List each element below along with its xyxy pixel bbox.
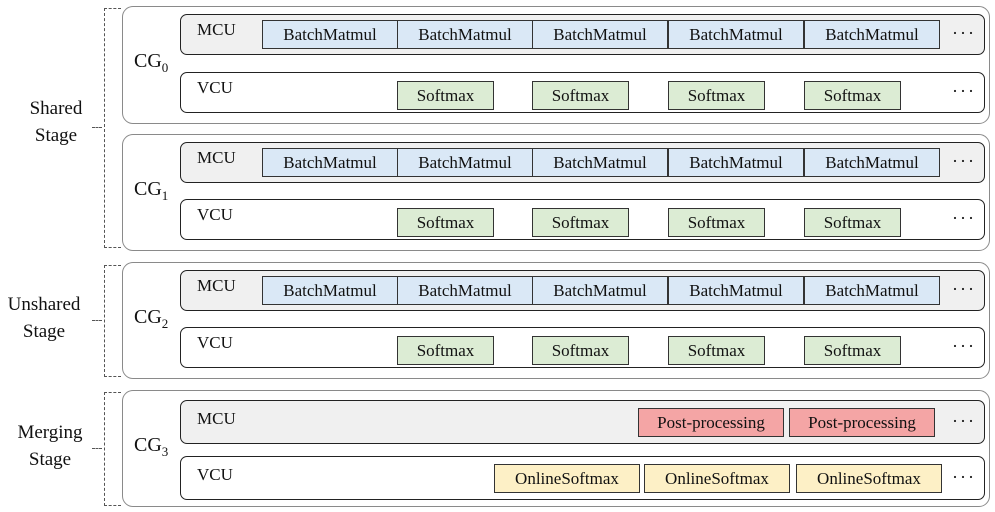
cg0-batchmatmul-block: BatchMatmul [262, 20, 398, 49]
cg3-vcu-ellipsis: ··· [952, 467, 976, 487]
cg1-label: CG1 [134, 178, 169, 203]
cg0-batchmatmul-block: BatchMatmul [804, 20, 940, 49]
cg1-batchmatmul-block: BatchMatmul [532, 148, 668, 177]
cg2-vcu-ellipsis: ··· [952, 336, 976, 356]
cg2-mcu-ellipsis: ··· [952, 279, 976, 299]
cg2-softmax-block: Softmax [668, 336, 765, 365]
cg3-online-softmax-block: OnlineSoftmax [494, 464, 640, 493]
cg3-post-processing-block: Post-processing [789, 408, 935, 437]
cg3-online-softmax-block: OnlineSoftmax [796, 464, 942, 493]
cg2-softmax-block: Softmax [397, 336, 494, 365]
cg1-vcu-ellipsis: ··· [952, 208, 976, 228]
cg1-mcu-label: MCU [197, 148, 236, 167]
unshared-stage-label: Unshared Stage [0, 291, 94, 345]
unshared-stage-line1: Unshared [7, 294, 81, 315]
cg0-vcu-ellipsis: ··· [952, 81, 976, 101]
merging-stage-line2: Stage [28, 449, 72, 470]
shared-stage-line1: Shared [29, 98, 83, 119]
cg0-panel: CG0 MCU BatchMatmul BatchMatmul BatchMat… [122, 6, 990, 124]
cg1-softmax-block: Softmax [668, 208, 765, 237]
cg3-online-softmax-block: OnlineSoftmax [644, 464, 790, 493]
unshared-stage-bracket-tick [92, 320, 102, 321]
cg1-batchmatmul-block: BatchMatmul [262, 148, 398, 177]
cg2-batchmatmul-block: BatchMatmul [532, 276, 668, 305]
unshared-stage-line2: Stage [22, 321, 66, 342]
cg0-softmax-block: Softmax [668, 81, 765, 110]
merging-stage-label: Merging Stage [0, 419, 100, 473]
cg3-panel: CG3 MCU Post-processing Post-processing … [122, 390, 990, 507]
cg1-softmax-block: Softmax [804, 208, 901, 237]
cg2-softmax-block: Softmax [532, 336, 629, 365]
cg0-vcu-row: VCU Softmax Softmax Softmax Softmax ··· [180, 72, 985, 113]
cg1-vcu-label: VCU [197, 205, 233, 224]
cg3-vcu-label: VCU [197, 465, 233, 484]
shared-stage-bracket [104, 8, 121, 248]
cg0-mcu-label: MCU [197, 20, 236, 39]
cg1-softmax-block: Softmax [532, 208, 629, 237]
cg0-batchmatmul-block: BatchMatmul [397, 20, 533, 49]
cg2-batchmatmul-block: BatchMatmul [668, 276, 804, 305]
shared-stage-label: Shared Stage [6, 95, 106, 149]
cg2-panel: CG2 MCU BatchMatmul BatchMatmul BatchMat… [122, 262, 990, 379]
shared-stage-line2: Stage [34, 125, 78, 146]
cg0-softmax-block: Softmax [532, 81, 629, 110]
cg0-label: CG0 [134, 50, 169, 75]
cg0-softmax-block: Softmax [397, 81, 494, 110]
cg2-vcu-label: VCU [197, 333, 233, 352]
cg1-panel: CG1 MCU BatchMatmul BatchMatmul BatchMat… [122, 134, 990, 251]
shared-stage-bracket-tick [92, 127, 102, 128]
cg1-vcu-row: VCU Softmax Softmax Softmax Softmax ··· [180, 199, 985, 240]
cg3-vcu-row: VCU OnlineSoftmax OnlineSoftmax OnlineSo… [180, 456, 985, 500]
merging-stage-bracket-tick [92, 448, 102, 449]
cg0-batchmatmul-block: BatchMatmul [668, 20, 804, 49]
cg1-mcu-row: MCU BatchMatmul BatchMatmul BatchMatmul … [180, 142, 985, 183]
unshared-stage-bracket [104, 265, 121, 377]
cg2-mcu-row: MCU BatchMatmul BatchMatmul BatchMatmul … [180, 270, 985, 311]
cg1-batchmatmul-block: BatchMatmul [668, 148, 804, 177]
cg3-post-processing-block: Post-processing [638, 408, 784, 437]
cg3-mcu-row: MCU Post-processing Post-processing ··· [180, 400, 985, 444]
cg3-mcu-ellipsis: ··· [952, 411, 976, 431]
merging-stage-line1: Merging [17, 422, 83, 443]
cg2-batchmatmul-block: BatchMatmul [397, 276, 533, 305]
cg2-label: CG2 [134, 306, 169, 331]
cg0-mcu-row: MCU BatchMatmul BatchMatmul BatchMatmul … [180, 14, 985, 55]
cg2-softmax-block: Softmax [804, 336, 901, 365]
cg3-label: CG3 [134, 434, 169, 459]
cg1-batchmatmul-block: BatchMatmul [397, 148, 533, 177]
cg0-mcu-ellipsis: ··· [952, 23, 976, 43]
cg1-softmax-block: Softmax [397, 208, 494, 237]
cg2-batchmatmul-block: BatchMatmul [262, 276, 398, 305]
cg1-batchmatmul-block: BatchMatmul [804, 148, 940, 177]
cg2-batchmatmul-block: BatchMatmul [804, 276, 940, 305]
cg3-mcu-label: MCU [197, 409, 236, 428]
cg0-softmax-block: Softmax [804, 81, 901, 110]
cg2-mcu-label: MCU [197, 276, 236, 295]
cg0-batchmatmul-block: BatchMatmul [532, 20, 668, 49]
cg2-vcu-row: VCU Softmax Softmax Softmax Softmax ··· [180, 327, 985, 368]
cg0-vcu-label: VCU [197, 78, 233, 97]
cg1-mcu-ellipsis: ··· [952, 151, 976, 171]
merging-stage-bracket [104, 392, 121, 506]
